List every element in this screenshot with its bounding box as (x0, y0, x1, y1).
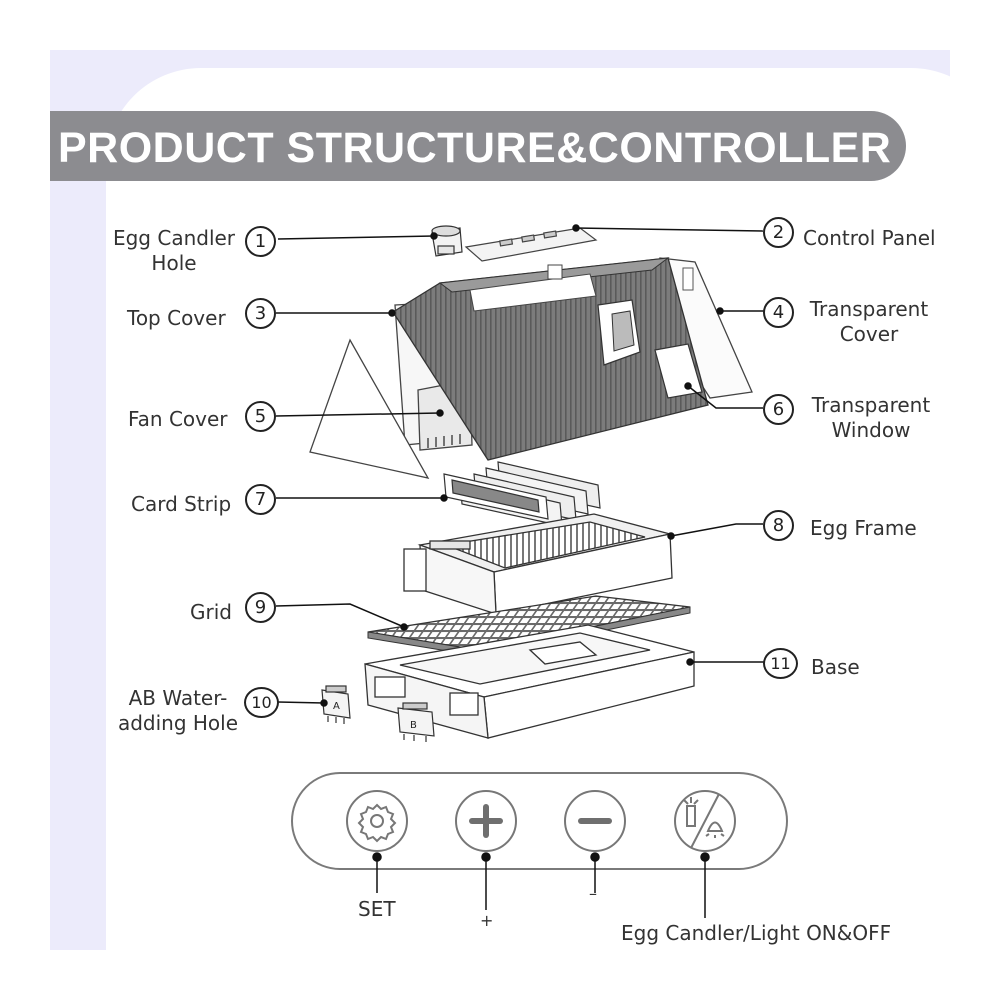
water-hole-b-part (397, 702, 435, 742)
light-button[interactable] (674, 790, 736, 852)
set-label: SET (358, 897, 396, 921)
part-number-9: 9 (245, 592, 276, 623)
part-number-6: 6 (763, 394, 794, 425)
base-part (364, 624, 695, 739)
part-number-7: 7 (245, 484, 276, 515)
cover-slot (682, 267, 694, 291)
label-grid: Grid (190, 600, 232, 624)
set-button[interactable] (346, 790, 408, 852)
controller-leaders (372, 852, 710, 918)
label-egg-frame: Egg Frame (810, 516, 917, 540)
label-transparent-window: Transparent Window (805, 393, 937, 443)
part-number-4: 4 (763, 297, 794, 328)
label-line: Hole (151, 251, 197, 275)
label-top-cover: Top Cover (127, 306, 226, 330)
control-panel-part (464, 227, 598, 262)
gear-icon (357, 803, 397, 843)
title-bar (50, 111, 906, 181)
light-label: Egg Candler/Light ON&OFF (621, 921, 892, 945)
egg-candler-hole-part (431, 225, 463, 257)
minus-label: – (589, 884, 597, 903)
part-number-10: 10 (244, 687, 279, 718)
part-number-8: 8 (763, 510, 794, 541)
top-cover-part (392, 257, 709, 461)
plus-label: + (480, 911, 494, 930)
label-line: Egg Candler (112, 226, 236, 250)
label-transparent-cover: Transparent Cover (803, 297, 935, 347)
label-ab-water-adding-hole: AB Water- adding Hole (110, 686, 246, 736)
page-title: PRODUCT STRUCTURE&CONTROLLER (58, 124, 892, 172)
controller-panel (291, 772, 788, 870)
label-line: AB Water- (128, 686, 228, 710)
water-hole-b-letter: B (410, 720, 417, 731)
plus-icon (469, 804, 503, 838)
part-number-3: 3 (245, 298, 276, 329)
left-side-panel (309, 338, 430, 479)
label-line: Transparent (811, 393, 931, 417)
label-line: Window (831, 418, 911, 442)
label-control-panel: Control Panel (803, 226, 936, 250)
label-card-strip: Card Strip (131, 492, 232, 516)
label-base: Base (811, 655, 860, 679)
plus-button[interactable] (455, 790, 517, 852)
leader-lines (275, 224, 764, 707)
water-hole-a-letter: A (333, 701, 340, 712)
part-number-1: 1 (245, 226, 276, 257)
part-number-5: 5 (245, 401, 276, 432)
egg-frame-part (403, 513, 673, 615)
part-number-2: 2 (763, 217, 794, 248)
label-line: Cover (839, 322, 899, 346)
part-number-11: 11 (763, 648, 798, 679)
label-fan-cover: Fan Cover (128, 407, 228, 431)
label-line: adding Hole (117, 711, 239, 735)
label-line: Transparent (809, 297, 929, 321)
label-egg-candler-hole: Egg Candler Hole (108, 226, 240, 276)
candler-light-icon (683, 793, 725, 849)
minus-button[interactable] (564, 790, 626, 852)
card-strip-part (443, 461, 601, 527)
